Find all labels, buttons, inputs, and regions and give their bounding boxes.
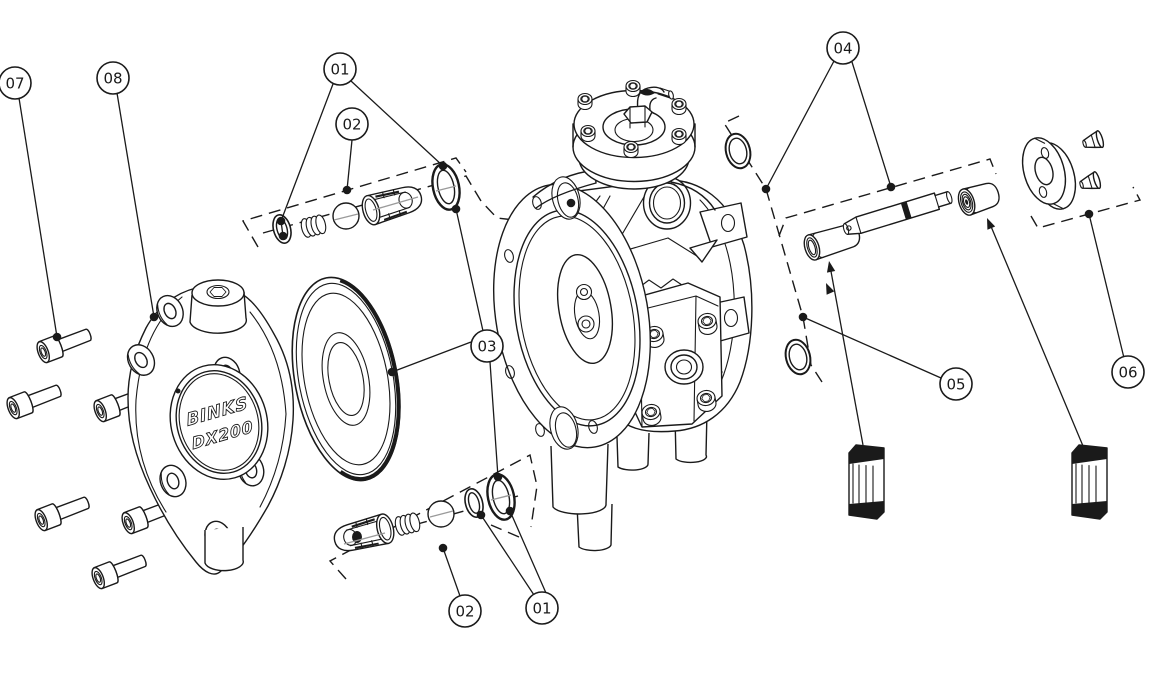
seal-bushing-left: [848, 444, 885, 520]
pump-body: [492, 79, 753, 552]
socket-screw: [3, 378, 65, 422]
svg-text:02: 02: [342, 116, 361, 134]
plate-center-hole: [1034, 156, 1054, 186]
callout-05: 05: [939, 367, 973, 401]
valve-spring: [299, 213, 329, 239]
install-arrow-right: [983, 216, 996, 230]
svg-text:07: 07: [5, 75, 24, 93]
svg-text:02: 02: [455, 603, 474, 621]
shaft-assembly: [721, 130, 1000, 378]
seal-bushing-right: [1071, 444, 1108, 520]
callout-07: 07: [0, 66, 32, 100]
callout-01-upper: 01: [323, 52, 357, 86]
callout-02-upper: 02: [335, 107, 369, 141]
install-arrow-mid: [822, 281, 835, 295]
diaphragm: [291, 276, 401, 482]
install-arrow-line-right: [989, 223, 1084, 447]
callout-06: 06: [1111, 355, 1145, 389]
upper-valve-axis-dash: [262, 175, 569, 234]
callout-08: 08: [96, 61, 130, 95]
lower-check-valve-assembly: [330, 470, 520, 557]
valve-cage: [330, 511, 398, 557]
cap-screw: [671, 97, 687, 116]
svg-text:05: 05: [946, 376, 965, 394]
badge-rivet: [175, 388, 181, 394]
callouts: 07 08 01 02 03 04 05 06 02 01: [0, 31, 1145, 628]
axis-accents: [333, 185, 512, 545]
callout-03: 03: [470, 329, 504, 363]
socket-screw: [88, 548, 150, 592]
valve-spring: [393, 511, 423, 537]
cap-screw: [577, 92, 593, 111]
clamp-fin: [689, 239, 718, 263]
install-arrow-line-left: [829, 265, 864, 446]
svg-text:03: 03: [477, 338, 496, 356]
air-valve-cap: [572, 79, 696, 190]
o-ring-large: [427, 160, 465, 214]
plate-rivet: [1077, 170, 1103, 195]
socket-screw: [33, 322, 95, 366]
callout-02-lower: 02: [448, 594, 482, 628]
socket-screw: [31, 490, 93, 534]
leader-lines: [18, 60, 1125, 597]
brand-badge: BINKS DX200: [169, 363, 269, 481]
plate-rivet: [1080, 129, 1106, 154]
cap-screw: [625, 79, 641, 98]
upper-check-valve-assembly: [269, 160, 465, 247]
cap-screw: [580, 124, 596, 143]
svg-text:01: 01: [330, 61, 349, 79]
piston-rod: [842, 190, 953, 235]
leader-dots: [52, 161, 1094, 553]
air-inlet-fitting: [623, 86, 674, 129]
air-chamber-cover: BINKS DX200: [121, 279, 295, 575]
svg-text:01: 01: [532, 600, 551, 618]
seal-bushings: [848, 444, 1108, 520]
svg-text:08: 08: [103, 70, 122, 88]
cap-screw: [671, 127, 687, 146]
svg-text:04: 04: [833, 40, 852, 58]
retainer-plate-group: [1021, 129, 1106, 210]
body-oring-axis-dash: [722, 115, 823, 383]
install-arrow-left: [824, 260, 836, 273]
port-axis-dot: [566, 198, 576, 208]
body-o-ring-bottom: [781, 336, 815, 378]
callout-01-lower: 01: [525, 591, 559, 625]
pump-leg: [576, 503, 613, 552]
valve-ball: [332, 202, 360, 230]
threaded-bushing: [957, 182, 1000, 216]
cap-screw: [623, 140, 639, 159]
body-o-ring-top: [721, 130, 755, 172]
pump-leg: [550, 443, 609, 515]
clamp-bracket: [699, 202, 748, 248]
callout-04: 04: [826, 31, 860, 65]
manifold-block: [633, 282, 723, 428]
svg-text:06: 06: [1118, 364, 1137, 382]
pump-leg: [616, 432, 650, 471]
lower-valve-bracket-dash: [328, 453, 538, 580]
